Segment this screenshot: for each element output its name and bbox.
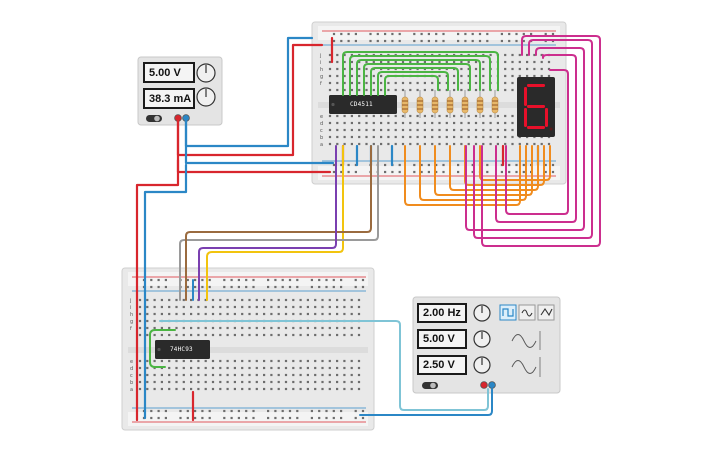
sine-wave-button[interactable] xyxy=(537,304,555,321)
row-label: f xyxy=(130,326,132,332)
wire-brown-counter-decoder[interactable] xyxy=(185,145,372,301)
row-label: h xyxy=(130,312,133,318)
wire-yellow-counter-decoder[interactable] xyxy=(206,145,344,301)
amplitude-diagram-icon xyxy=(511,334,537,348)
frequency-display: 2.00 Hz xyxy=(417,303,467,323)
row-label: g xyxy=(130,319,133,325)
row-label: f xyxy=(320,81,322,87)
bottom-breadboard-holes xyxy=(138,278,365,420)
display-segment xyxy=(524,108,527,127)
wire-orange-resistor-display[interactable] xyxy=(404,145,521,206)
display-segments xyxy=(524,84,553,131)
74hc93-chip[interactable] xyxy=(155,340,210,359)
wire-green-decoder-resistor[interactable] xyxy=(356,59,481,96)
row-label: b xyxy=(320,135,323,141)
generator-negative-terminal[interactable] xyxy=(488,381,496,389)
row-label: e xyxy=(130,359,133,365)
current-display: 38.3 mA xyxy=(143,88,195,109)
row-label: i xyxy=(320,60,321,66)
row-label: a xyxy=(130,387,133,393)
wire-purple-counter-decoder[interactable] xyxy=(198,145,337,301)
row-label: h xyxy=(320,67,323,73)
row-label: j xyxy=(319,53,321,59)
wire-magenta-display-loop3[interactable] xyxy=(465,47,585,231)
row-label: c xyxy=(130,373,133,379)
row-label: j xyxy=(129,298,131,304)
wire-green-decoder-resistor[interactable] xyxy=(377,71,449,96)
wire-orange-resistor-display[interactable] xyxy=(479,145,551,181)
voltage-display: 5.00 V xyxy=(143,62,195,83)
offset-diagram-icon xyxy=(511,360,537,374)
resistor-array[interactable] xyxy=(401,90,499,118)
wire-orange-resistor-display[interactable] xyxy=(434,145,533,196)
cd4511-chip[interactable] xyxy=(329,95,397,114)
wire-green-decoder-resistor[interactable] xyxy=(384,75,439,96)
74hc93-label: 74HC93 xyxy=(170,346,193,353)
amplitude-display: 5.00 V xyxy=(417,329,467,349)
row-label: g xyxy=(320,74,323,80)
wire-magenta-display-loop2[interactable] xyxy=(473,39,593,239)
wires[interactable] xyxy=(135,35,601,422)
row-label: c xyxy=(320,128,323,134)
offset-display: 2.50 V xyxy=(417,355,467,375)
wire-blue-generator-ground[interactable] xyxy=(359,388,493,416)
wire-magenta-display-loop5[interactable] xyxy=(505,69,569,215)
row-label: i xyxy=(130,305,131,311)
triangle-wave-icon xyxy=(521,309,533,317)
row-label: a xyxy=(320,142,323,148)
display-segment xyxy=(545,108,548,127)
wire-blue-supply-rail[interactable] xyxy=(184,119,335,165)
row-label: b xyxy=(130,380,133,386)
wire-green-counter-jumper[interactable] xyxy=(149,329,176,368)
sine-wave-icon xyxy=(540,308,553,317)
wire-green-decoder-resistor[interactable] xyxy=(342,51,499,96)
wire-blue-supply-bottom[interactable] xyxy=(143,163,188,420)
row-label: d xyxy=(320,121,323,127)
display-segment xyxy=(524,87,527,106)
display-segment xyxy=(527,84,545,87)
display-segment xyxy=(527,126,545,129)
cd4511-label: CD4511 xyxy=(350,101,373,108)
square-wave-icon xyxy=(502,308,514,317)
wire-green-decoder-resistor[interactable] xyxy=(370,67,459,96)
wire-gray-counter-decoder[interactable] xyxy=(179,145,379,301)
wire-magenta-display-loop1[interactable] xyxy=(481,35,601,247)
wire-green-decoder-resistor[interactable] xyxy=(349,55,491,96)
seven-segment-display[interactable] xyxy=(517,77,555,137)
generator-positive-terminal[interactable] xyxy=(480,381,488,389)
wire-green-decoder-resistor[interactable] xyxy=(363,63,471,96)
row-label: d xyxy=(130,366,133,372)
wire-orange-resistor-display[interactable] xyxy=(449,145,539,191)
row-label: e xyxy=(320,114,323,120)
wire-lightblue-generator-clock[interactable] xyxy=(159,320,489,411)
display-segment xyxy=(527,105,545,108)
wire-magenta-display-loop4[interactable] xyxy=(495,54,577,223)
wire-red-supply-bottom[interactable] xyxy=(135,158,180,422)
